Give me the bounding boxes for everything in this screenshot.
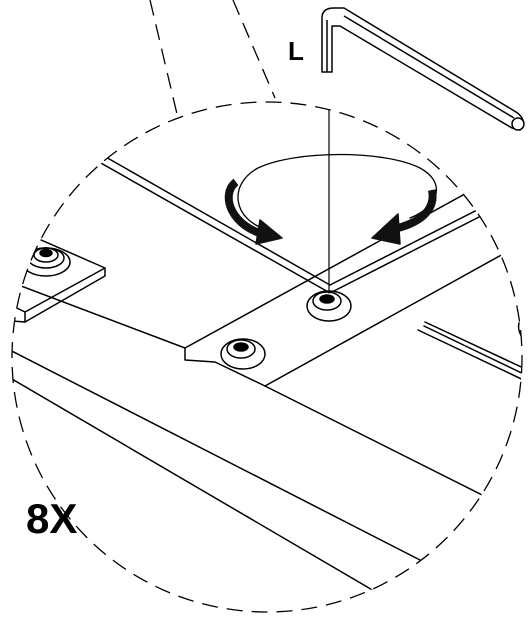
- left-bracket-screw: [21, 247, 71, 277]
- leader-line-right: [232, 0, 276, 99]
- clockwise-rotation-arrow-icon: [224, 153, 438, 245]
- quantity-label: 8X: [26, 495, 77, 542]
- callout-leader-lines: [149, 0, 276, 115]
- hex-key-icon: [321, 7, 525, 131]
- countersunk-screw-front: [220, 338, 266, 370]
- detail-view: [12, 102, 522, 612]
- tool-label: L: [288, 36, 304, 66]
- countersunk-screw-rear: [306, 290, 352, 322]
- detail-callout-circle: [11, 101, 523, 613]
- leader-line-left: [149, 0, 178, 115]
- top-panel: [89, 147, 522, 294]
- right-rail: [417, 309, 522, 385]
